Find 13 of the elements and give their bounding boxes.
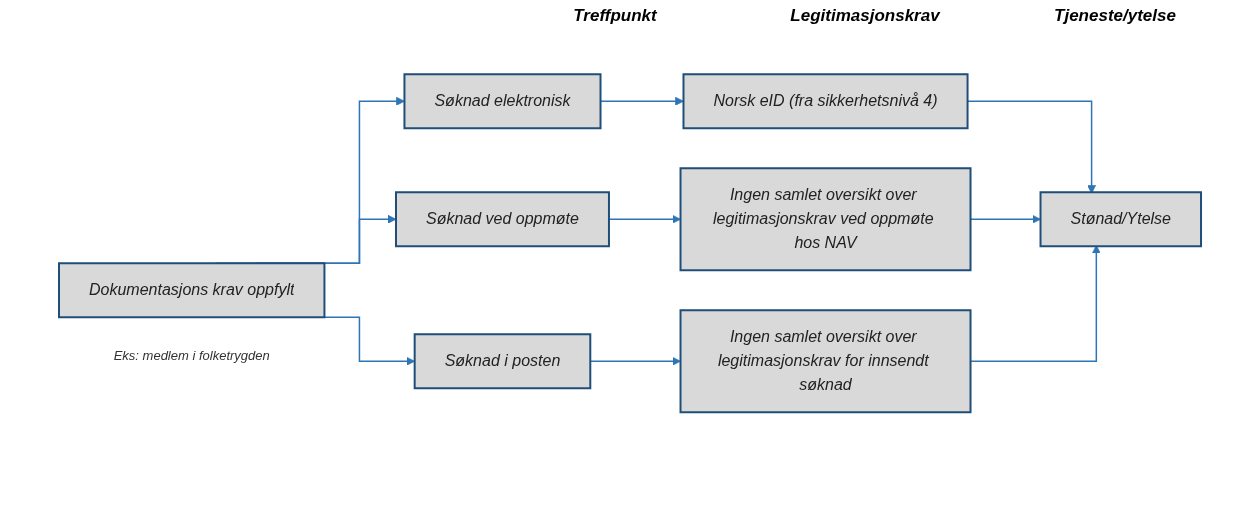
column-heading: Tjeneste/ytelse	[1053, 6, 1177, 27]
node-box: Søknad ved oppmøte	[395, 191, 610, 248]
arrow	[608, 214, 681, 224]
node-box: Ingen samlet oversikt over legitimasjonskrav ved oppmøte hos NAV	[679, 167, 972, 272]
node-box: Søknad elektronisk	[403, 73, 602, 130]
node-box: Ingen samlet oversikt over legitimasjonskrav for innsendt søknad	[679, 309, 972, 414]
node-box: Søknad i posten	[413, 333, 592, 390]
node-box: Dokumentasjons krav oppfylt	[58, 262, 326, 319]
node-label: Eks: medlem i folketrygden	[113, 348, 270, 364]
column-heading: Legitimasjonskrav	[789, 6, 942, 27]
node-box: Stønad/Ytelse	[1039, 191, 1202, 248]
node-box: Norsk eID (fra sikkerhetsnivå 4)	[682, 73, 969, 130]
column-heading: Treffpunkt	[572, 6, 658, 27]
